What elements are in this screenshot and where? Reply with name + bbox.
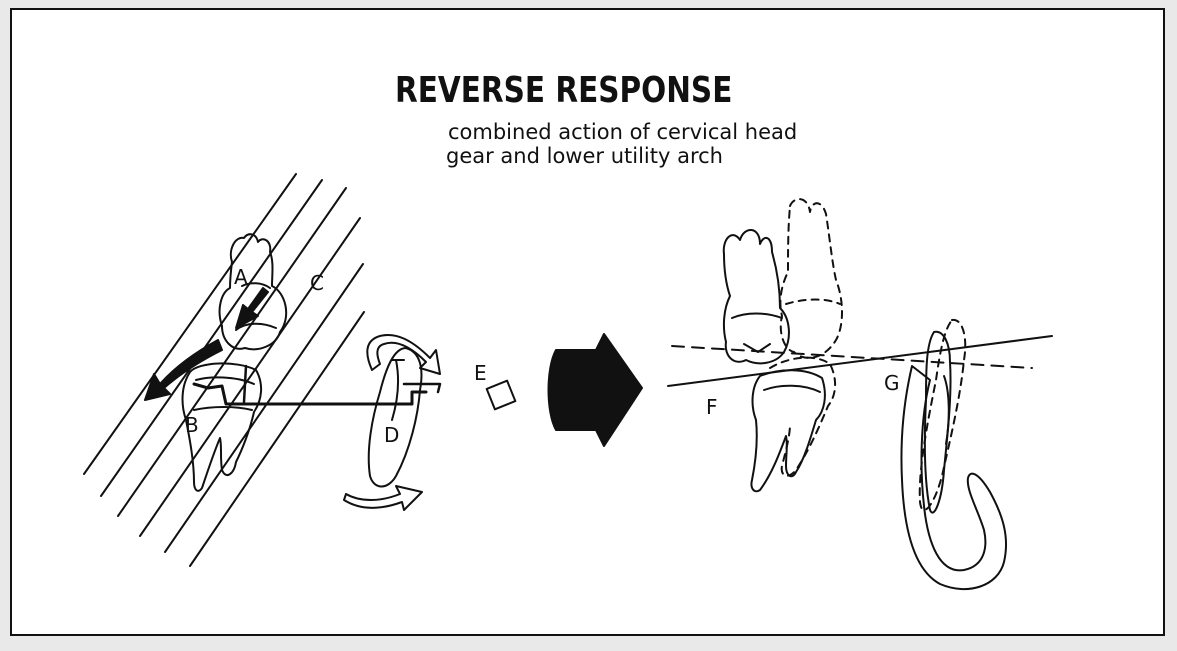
arrow-a-icon	[235, 287, 269, 329]
label-g: G	[884, 371, 900, 395]
dashed-occlusal-line	[671, 345, 1033, 369]
figure-subtitle: combined action of cervical head gear an…	[446, 120, 868, 168]
curved-arrow-d-bottom-icon	[343, 485, 423, 511]
figure-title: REVERSE RESPONSE	[395, 70, 733, 111]
utility-arch-wire	[192, 382, 428, 406]
subtitle-line-2: gear and lower utility arch	[446, 144, 723, 168]
right-upper-molar-solid	[722, 229, 790, 365]
label-a: A	[234, 265, 248, 289]
label-b: B	[185, 413, 199, 437]
right-upper-molar-dashed	[779, 198, 843, 359]
small-square-e	[485, 379, 517, 411]
incisor-g-tooth	[923, 330, 952, 514]
figure-frame	[10, 8, 1165, 636]
large-black-arrow-icon	[547, 333, 643, 447]
label-d: D	[384, 423, 399, 447]
curved-arrow-d-top-icon	[366, 334, 441, 375]
symphysis-outline	[900, 365, 1008, 591]
label-c: C	[310, 271, 324, 295]
incisor-d-tooth	[367, 347, 423, 488]
curved-arrow-b-icon	[144, 339, 223, 401]
diagonal-hatch-lines	[83, 173, 365, 567]
incisor-g-dashed	[918, 318, 967, 511]
lower-molar-b-tooth	[181, 362, 262, 492]
label-e: E	[474, 361, 487, 385]
solid-occlusal-line	[667, 335, 1053, 387]
right-lower-molar-dashed	[769, 356, 836, 477]
label-f: F	[706, 395, 718, 419]
right-lower-molar-solid	[750, 369, 826, 493]
subtitle-line-1: combined action of cervical head	[448, 120, 798, 144]
upper-molar-a-tooth	[218, 233, 288, 351]
